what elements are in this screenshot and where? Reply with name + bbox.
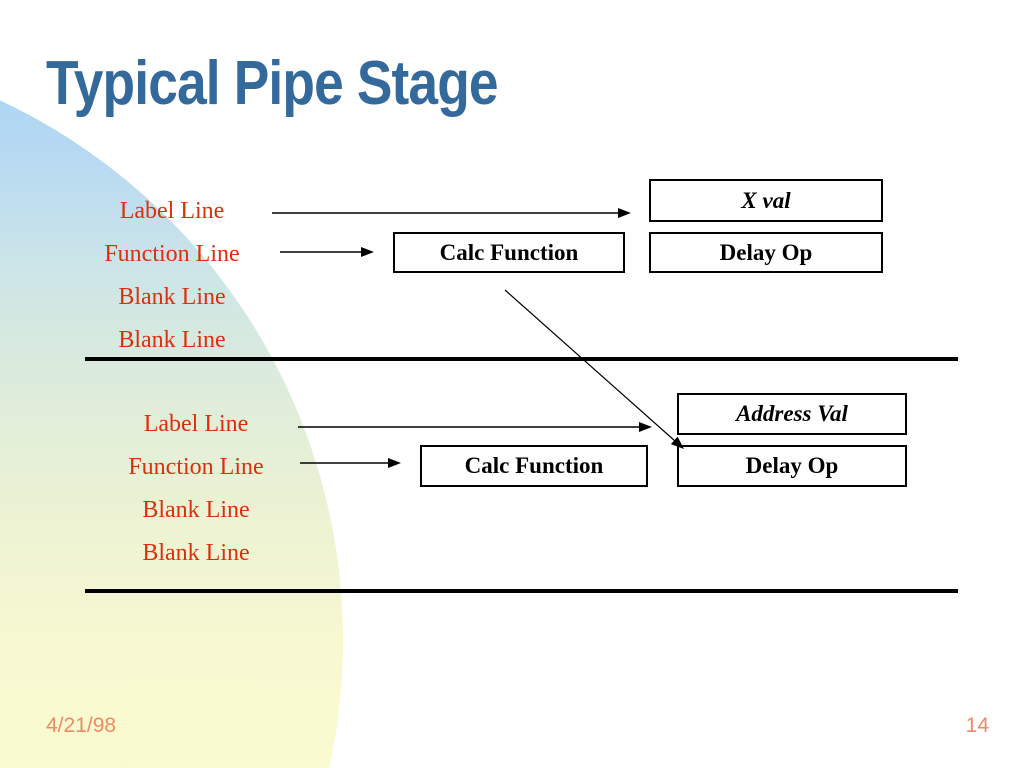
slide-title: Typical Pipe Stage — [46, 49, 499, 118]
stage2-calc-box: Calc Function — [420, 445, 648, 487]
stage1-blank-line-2: Blank Line — [118, 327, 226, 353]
background-gradient-blob — [0, 44, 343, 768]
stage-divider-rule-2 — [85, 589, 958, 593]
stage2-value-box: Address Val — [677, 393, 907, 435]
stage1-blank-line-1: Blank Line — [118, 284, 226, 310]
stage2-label-line: Label Line — [143, 411, 249, 437]
stage1-calc-box: Calc Function — [393, 232, 625, 273]
stage2-function-line: Function Line — [128, 454, 264, 480]
stage1-label-line: Label Line — [119, 198, 225, 224]
stage2-blank-line-2: Blank Line — [142, 540, 250, 566]
stage1-delay-box: Delay Op — [649, 232, 883, 273]
stage-divider-rule-1 — [85, 357, 958, 361]
stage2-delay-box: Delay Op — [677, 445, 907, 487]
stage1-value-box: X val — [649, 179, 883, 222]
arrow-stage1-calc-to-stage2-delay — [504, 289, 684, 449]
footer-date: 4/21/98 — [46, 714, 117, 737]
stage2-blank-line-1: Blank Line — [142, 497, 250, 523]
footer-page-number: 14 — [965, 714, 989, 737]
stage1-function-line: Function Line — [104, 241, 240, 267]
